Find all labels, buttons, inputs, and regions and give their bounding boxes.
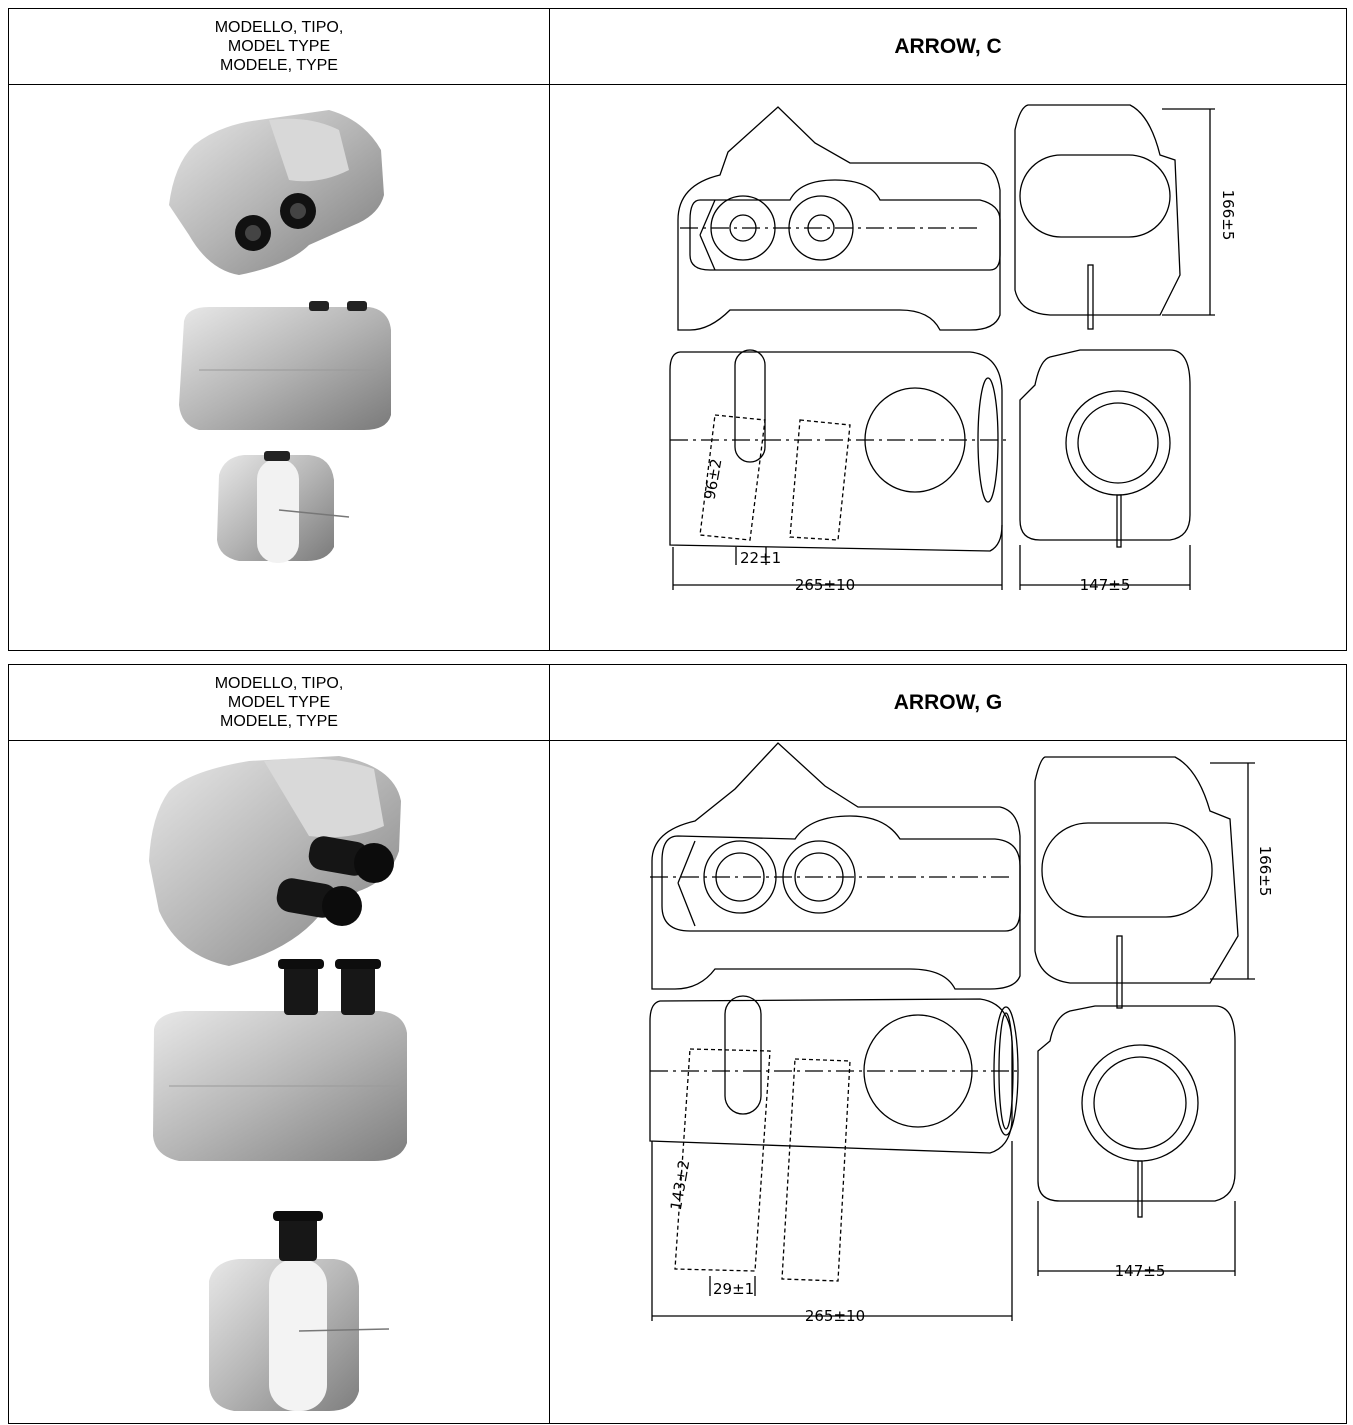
technical-drawing: 166±5 143±2 <box>550 741 1346 1423</box>
tank-photo-end <box>217 451 350 563</box>
dim-pipe-length: 143±2 <box>667 1159 694 1212</box>
product-photos <box>9 85 550 650</box>
spec-table-arrow-g: MODELLO, TIPO, MODEL TYPE MODELE, TYPE A… <box>8 664 1347 1424</box>
label-line-2: MODEL TYPE <box>227 38 331 55</box>
label-line-1: MODELLO, TIPO, <box>214 19 344 36</box>
dim-pipe-length: 96±2 <box>701 457 726 501</box>
label-line-2: MODEL TYPE <box>227 694 331 711</box>
dim-height: 166±5 <box>1256 846 1274 897</box>
dim-pipe-diameter: 22±1 <box>740 549 781 567</box>
tank-photo-perspective <box>169 110 384 275</box>
label-line-1: MODELLO, TIPO, <box>214 675 344 692</box>
dim-length: 265±10 <box>795 576 855 594</box>
model-type-label: MODELLO, TIPO, MODEL TYPE MODELE, TYPE <box>9 9 550 84</box>
model-name: ARROW, C <box>894 34 1002 58</box>
table-body: 166±5 143±2 <box>9 741 1346 1423</box>
product-photos <box>9 741 550 1423</box>
drawing-side-view: 96±2 22±1 265±10 <box>669 349 1010 594</box>
model-type-label: MODELLO, TIPO, MODEL TYPE MODELE, TYPE <box>9 665 550 740</box>
tank-photo-side <box>179 301 391 430</box>
table-header: MODELLO, TIPO, MODEL TYPE MODELE, TYPE A… <box>9 665 1346 741</box>
label-line-3: MODELE, TYPE <box>220 713 338 730</box>
drawing-end-view-top: 166±5 <box>1014 104 1237 330</box>
model-name: ARROW, G <box>893 690 1003 714</box>
table-header: MODELLO, TIPO, MODEL TYPE MODELE, TYPE A… <box>9 9 1346 85</box>
dim-width: 147±5 <box>1115 1262 1166 1280</box>
drawing-end-view-top: 166±5 <box>1034 756 1274 1009</box>
tank-photo-end <box>209 1211 390 1411</box>
drawing-end-view-bottom: 147±5 <box>1019 349 1191 594</box>
table-body: 166±5 96±2 22±1 <box>9 85 1346 650</box>
dim-height: 166±5 <box>1219 190 1237 241</box>
dim-pipe-diameter: 29±1 <box>713 1280 754 1298</box>
drawing-side-view: 143±2 29±1 265±10 <box>649 995 1020 1325</box>
drawing-top-view <box>650 742 1021 990</box>
drawing-end-view-bottom: 147±5 <box>1037 1005 1236 1280</box>
dim-width: 147±5 <box>1080 576 1131 594</box>
label-line-3: MODELE, TYPE <box>220 57 338 74</box>
dim-length: 265±10 <box>805 1307 865 1325</box>
drawing-top-view <box>677 106 1001 331</box>
tank-photo-perspective <box>149 756 401 966</box>
spec-table-arrow-c: MODELLO, TIPO, MODEL TYPE MODELE, TYPE A… <box>8 8 1347 651</box>
tank-photo-side <box>153 959 407 1161</box>
technical-drawing: 166±5 96±2 22±1 <box>550 85 1346 650</box>
